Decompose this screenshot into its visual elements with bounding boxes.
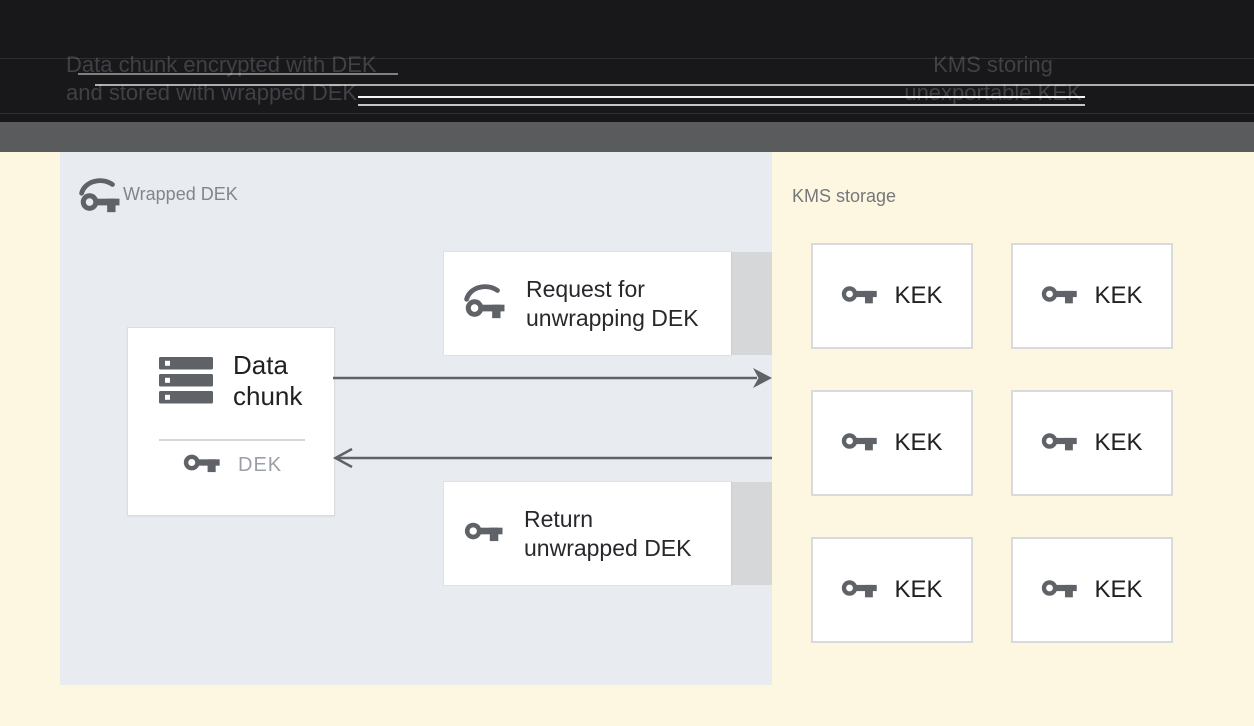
divider	[159, 439, 305, 441]
kek-box: KEK	[811, 537, 973, 643]
return-box-text: Return unwrapped DEK	[524, 505, 692, 563]
annotation-right-line1: KMS storing	[933, 52, 1053, 77]
data-chunk-title: Data chunk	[233, 350, 302, 412]
kek-box: KEK	[1011, 537, 1173, 643]
data-chunk-box: Data chunk DEK	[127, 327, 335, 516]
request-arrow	[333, 368, 772, 388]
key-icon	[841, 574, 880, 607]
kek-label: KEK	[1094, 576, 1143, 603]
annotation-right: KMS storing unexportable KEK	[838, 51, 1148, 107]
kek-label: KEK	[894, 282, 943, 309]
kek-box: KEK	[811, 390, 973, 496]
kek-label: KEK	[894, 429, 943, 456]
request-box-text: Request for unwrapping DEK	[526, 275, 699, 333]
wrapped-key-icon	[464, 281, 508, 326]
key-icon	[1041, 574, 1080, 607]
request-box-line2: unwrapping DEK	[526, 304, 699, 331]
key-icon	[841, 427, 880, 460]
request-box-line1: Request for	[526, 275, 645, 302]
kms-storage-label: KMS storage	[792, 186, 897, 206]
annotation-left-line2: and stored with wrapped DEK	[66, 80, 358, 105]
kek-label: KEK	[1094, 282, 1143, 309]
data-chunk-title-line2: chunk	[233, 381, 303, 411]
return-box-line1: Return	[524, 505, 594, 532]
storage-icon	[159, 357, 213, 409]
annotation-left-line1: Data chunk encrypted with DEK	[66, 52, 377, 77]
key-icon	[464, 516, 506, 551]
key-icon	[841, 280, 880, 313]
kek-box: KEK	[1011, 243, 1173, 349]
key-icon	[183, 448, 223, 482]
key-icon	[1041, 280, 1080, 313]
request-box: Request for unwrapping DEK	[444, 252, 731, 355]
annotation-left: Data chunk encrypted with DEK and stored…	[66, 51, 377, 107]
dek-row: DEK	[183, 448, 282, 482]
divider-band	[0, 122, 1254, 152]
kek-box: KEK	[811, 243, 973, 349]
leader-line	[0, 113, 1254, 114]
kek-label: KEK	[1094, 429, 1143, 456]
return-box: Return unwrapped DEK	[444, 482, 731, 585]
dek-label: DEK	[238, 453, 283, 476]
annotation-right-line2: unexportable KEK	[904, 80, 1082, 105]
kek-box: KEK	[1011, 390, 1173, 496]
kek-label: KEK	[894, 576, 943, 603]
key-icon	[1041, 427, 1080, 460]
wrapped-dek-label: Wrapped DEK	[123, 184, 238, 204]
return-box-strip	[731, 482, 772, 585]
return-arrow	[332, 447, 772, 469]
wrapped-key-icon	[79, 175, 123, 220]
return-box-line2: unwrapped DEK	[524, 534, 692, 561]
data-chunk-title-line1: Data	[233, 350, 288, 380]
request-box-strip	[731, 252, 772, 355]
header-band: Data chunk encrypted with DEK and stored…	[0, 0, 1254, 122]
